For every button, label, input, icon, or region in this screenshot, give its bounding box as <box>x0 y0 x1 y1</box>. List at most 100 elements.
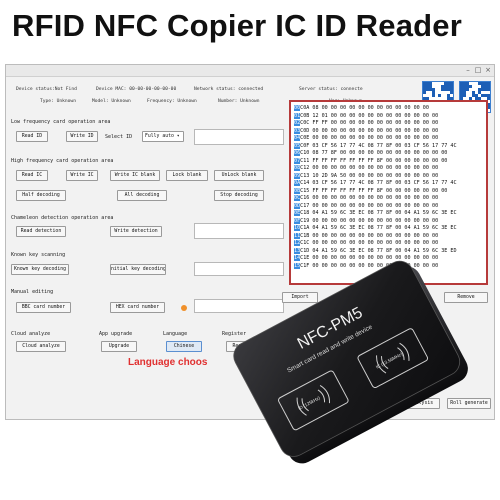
hex-row: 08C12 00 00 00 00 00 00 00 00 00 00 00 0… <box>294 165 438 171</box>
hex-row-bytes: C18 04 A1 59 6C 3E EC 08 77 8F 00 04 A1 … <box>300 210 457 216</box>
hex-row-index: 13 <box>294 247 301 254</box>
hex-row-bytes: C19 00 00 00 00 00 00 00 00 00 00 00 00 … <box>300 217 439 224</box>
high-frequency-heading: High frequency card operation area <box>11 158 114 164</box>
chameleon-output[interactable] <box>194 223 284 239</box>
device-status: Device status:Not Find <box>16 87 77 92</box>
hex-row-bytes: C16 00 00 00 00 00 00 00 00 00 00 00 00 … <box>300 195 439 201</box>
hex-row-bytes: C12 00 00 00 00 00 00 00 00 00 00 00 00 … <box>300 165 439 171</box>
hex-row: 11C1B 00 00 00 00 00 00 00 00 00 00 00 0… <box>294 232 439 239</box>
hex-row-index: 0C <box>294 195 301 201</box>
hex-row-index: 12 <box>294 240 301 246</box>
hex-row: 15C1F 00 00 00 00 00 00 00 00 00 00 00 0… <box>294 262 439 269</box>
title-bar: – □ × <box>6 65 494 77</box>
hex-row: 14C1E 00 00 00 00 00 00 00 00 00 00 00 0… <box>294 255 438 261</box>
read-detection-button[interactable]: Read detection <box>16 226 66 237</box>
hex-row: 01C0B 12 01 00 00 00 00 00 00 00 00 00 0… <box>294 112 439 119</box>
hex-row-bytes: C0D 00 00 00 00 00 00 00 00 00 00 00 00 … <box>300 127 439 134</box>
stop-decoding-button[interactable]: Stop decoding <box>214 190 264 201</box>
remove-button[interactable]: Remove <box>444 292 488 303</box>
hex-row: 0AC14 03 CF 56 17 77 4C 08 77 8F 00 03 C… <box>294 180 457 186</box>
cloud-analyze-button[interactable]: Cloud analyze <box>16 341 66 352</box>
manual-editing-heading: Manual editing <box>11 289 54 295</box>
hex-row-bytes: C1E 00 00 00 00 00 00 00 00 00 00 00 00 … <box>300 255 439 261</box>
hex-row: 04C0E 00 00 00 00 00 00 00 00 00 00 00 0… <box>294 135 438 141</box>
hex-row-bytes: C14 03 CF 56 17 77 4C 08 77 8F 00 03 CF … <box>300 180 457 186</box>
hex-row-bytes: C0F 03 CF 56 17 77 4C 08 77 8F 00 03 CF … <box>300 142 457 149</box>
device-type: Type: Unknown <box>40 99 76 104</box>
hex-row-index: 05 <box>294 142 301 149</box>
hex-row: 02C0C FF FF 00 00 00 00 00 00 00 00 00 0… <box>294 120 438 126</box>
hex-row: 00C0A 08 00 00 00 00 00 00 00 00 00 00 0… <box>294 105 429 111</box>
hex-row-index: 09 <box>294 172 301 179</box>
device-mac: Device MAC: 00-00-00-00-00-00 <box>96 87 177 92</box>
hex-data-panel[interactable]: 00C0A 08 00 00 00 00 00 00 00 00 00 00 0… <box>289 100 488 285</box>
hex-row: 07C11 FF FF FF FF FF FF FF 8F 00 00 00 0… <box>294 157 448 164</box>
manual-output[interactable] <box>194 299 284 313</box>
hex-row-index: 10 <box>294 225 301 231</box>
minimize-icon[interactable]: – <box>466 66 470 74</box>
hex-row: 03C0D 00 00 00 00 00 00 00 00 00 00 00 0… <box>294 127 439 134</box>
hex-row-bytes: C0B 12 01 00 00 00 00 00 00 00 00 00 00 … <box>300 112 439 119</box>
network-status: Network status: connected <box>194 87 264 92</box>
bcc-card-number-button[interactable]: BBC card number <box>16 302 71 313</box>
hex-row: 0CC16 00 00 00 00 00 00 00 00 00 00 00 0… <box>294 195 438 201</box>
hex-row-bytes: C1C 00 00 00 00 00 00 00 00 00 00 00 00 … <box>300 240 439 246</box>
close-icon[interactable]: × <box>485 66 491 74</box>
known-key-output[interactable] <box>194 262 284 276</box>
hex-row-bytes: C10 08 77 8F 00 00 00 00 00 00 00 00 00 … <box>300 150 448 156</box>
hex-row: 0EC18 04 A1 59 6C 3E EC 08 77 8F 00 04 A… <box>294 210 457 216</box>
hex-row-bytes: C0A 08 00 00 00 00 00 00 00 00 00 00 00 … <box>300 105 429 111</box>
hex-row-bytes: C11 FF FF FF FF FF FF FF 8F 00 00 00 00 … <box>300 157 448 164</box>
import-button[interactable]: Import <box>282 292 318 303</box>
app-upgrade-label: App upgrade <box>99 331 133 337</box>
hex-row-bytes: C1B 00 00 00 00 00 00 00 00 00 00 00 00 … <box>300 232 439 239</box>
banner: RFID NFC Copier IC ID Reader <box>0 0 500 58</box>
hex-row-index: 0D <box>294 202 301 209</box>
read-id-button[interactable]: Read ID <box>16 131 48 142</box>
known-key-heading: Known key scanning <box>11 252 66 258</box>
half-decoding-button[interactable]: Half decoding <box>16 190 66 201</box>
language-button[interactable]: Chinese <box>166 341 202 352</box>
known-key-decoding-button[interactable]: Known key decoding <box>11 264 69 275</box>
hex-row-index: 04 <box>294 135 301 141</box>
hex-card-number-button[interactable]: HEX card number <box>110 302 165 313</box>
roll-generate-button[interactable]: Roll generate <box>447 398 491 409</box>
write-id-button[interactable]: Write ID <box>66 131 98 142</box>
select-id-label: Select ID <box>105 134 133 140</box>
write-ic-button[interactable]: Write IC <box>66 170 98 181</box>
hex-row-bytes: C0E 00 00 00 00 00 00 00 00 00 00 00 00 … <box>300 135 439 141</box>
hex-row-index: 01 <box>294 112 301 119</box>
hex-row-bytes: C1F 00 00 00 00 00 00 00 00 00 00 00 00 … <box>300 262 439 269</box>
hex-row-index: 08 <box>294 165 301 171</box>
device-frequency: Frequency: Unknown <box>147 99 197 104</box>
low-frequency-output[interactable] <box>194 129 284 145</box>
maximize-icon[interactable]: □ <box>474 66 482 74</box>
server-status: Server status: connecte <box>299 87 363 92</box>
hex-row-bytes: C0C FF FF 00 00 00 00 00 00 00 00 00 00 … <box>300 120 439 126</box>
hex-row-index: 07 <box>294 157 301 164</box>
unlock-blank-button[interactable]: UnLock blank <box>214 170 264 181</box>
hex-row-bytes: C15 FF FF FF FF FF FF FF 8F 00 00 00 00 … <box>300 187 448 194</box>
register-label: Register <box>222 331 247 337</box>
hex-row-bytes: C17 00 00 00 00 00 00 00 00 00 00 00 00 … <box>300 202 439 209</box>
hex-row-bytes: C13 10 2D 9A 50 00 00 00 00 00 00 00 00 … <box>300 172 439 179</box>
select-id-dropdown[interactable]: Fully auto ▾ <box>142 131 184 142</box>
write-ic-blank-button[interactable]: Write IC blank <box>110 170 160 181</box>
read-ic-button[interactable]: Read IC <box>16 170 48 181</box>
nfc-reader-device-image: NFC-PM5 Smart card read and write device… <box>233 260 468 464</box>
hex-row: 12C1C 00 00 00 00 00 00 00 00 00 00 00 0… <box>294 240 438 246</box>
lock-blank-button[interactable]: Lock blank <box>166 170 208 181</box>
upgrade-button[interactable]: Upgrade <box>101 341 137 352</box>
language-caption: Language choos <box>128 357 208 368</box>
hex-row-index: 00 <box>294 105 301 111</box>
hex-row: 10C1A 04 A1 59 6C 3E EC 08 77 8F 00 04 A… <box>294 225 457 231</box>
hex-row-index: 02 <box>294 120 301 126</box>
chameleon-heading: Chameleon detection operation area <box>11 215 114 221</box>
hex-row: 05C0F 03 CF 56 17 77 4C 08 77 8F 00 03 C… <box>294 142 457 149</box>
all-decoding-button[interactable]: All decoding <box>117 190 167 201</box>
initial-key-decoding-button[interactable]: nitial key decoding <box>110 264 166 275</box>
hex-row-index: 03 <box>294 127 301 134</box>
hex-row-index: 11 <box>294 232 301 239</box>
hex-row-index: 0B <box>294 187 301 194</box>
write-detection-button[interactable]: Write detection <box>110 226 162 237</box>
